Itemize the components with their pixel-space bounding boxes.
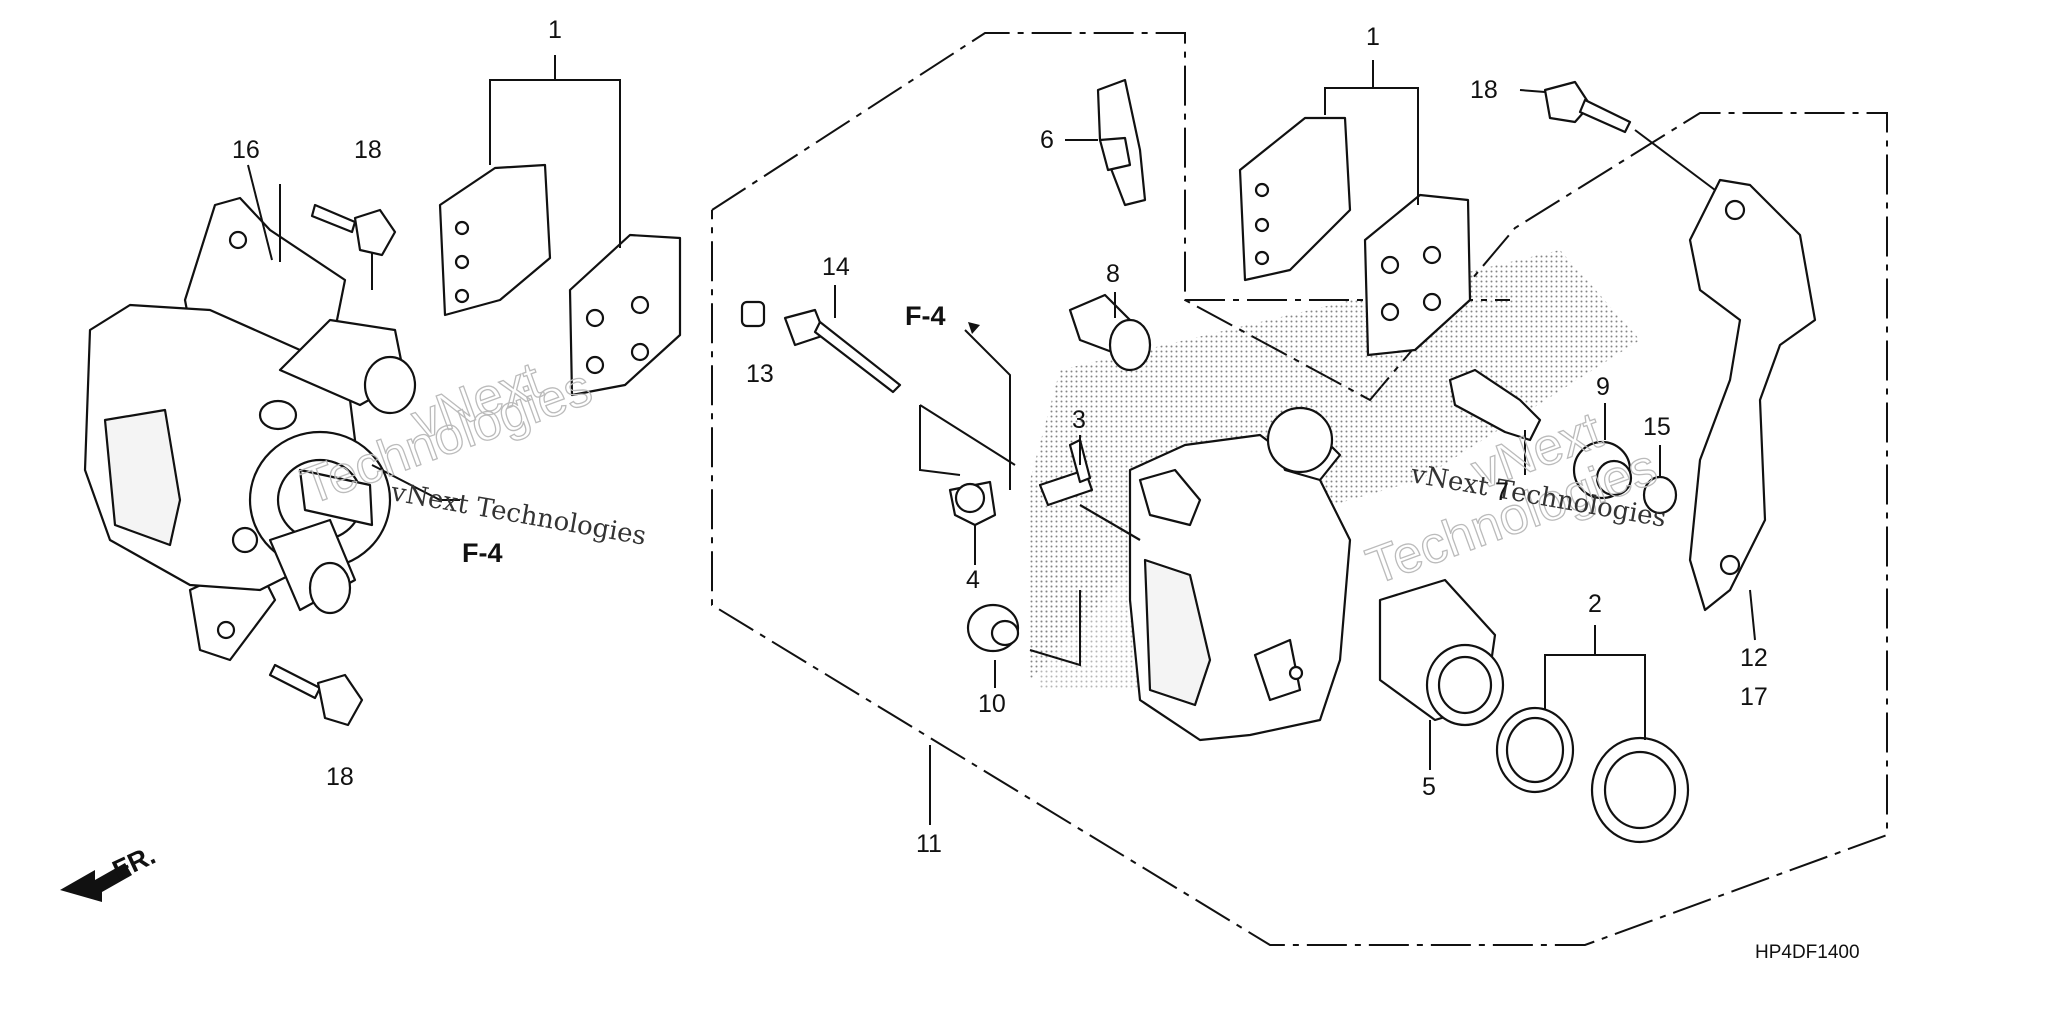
callout-18-right: 18 bbox=[1470, 76, 1498, 104]
pin-bolt-cap bbox=[740, 300, 766, 328]
callout-11: 11 bbox=[916, 830, 942, 858]
callout-1-left: 1 bbox=[548, 16, 562, 44]
callout-18-left-top: 18 bbox=[354, 136, 382, 164]
right-bolt bbox=[1543, 80, 1632, 134]
slide-pin bbox=[1448, 368, 1542, 442]
callout-10: 10 bbox=[978, 690, 1006, 718]
leader-1-right bbox=[1324, 87, 1419, 205]
front-direction-arrow bbox=[60, 863, 132, 902]
callout-14: 14 bbox=[822, 253, 850, 281]
caliper-bracket bbox=[1688, 178, 1817, 612]
brake-pad-right-b bbox=[1363, 193, 1472, 357]
callout-2: 2 bbox=[1588, 590, 1602, 618]
pin-boot-right bbox=[1572, 440, 1633, 500]
left-bolt-upper bbox=[310, 203, 397, 257]
brake-pad-left-b bbox=[568, 233, 682, 397]
watermark-left-line: vNext Technologies bbox=[388, 477, 649, 552]
caliper-pin bbox=[783, 308, 902, 394]
callout-6: 6 bbox=[1040, 126, 1054, 154]
brake-pad-right-a bbox=[1238, 116, 1352, 282]
callout-12: 12 bbox=[1740, 644, 1768, 672]
assembled-caliper bbox=[83, 196, 417, 662]
piston-seal bbox=[1495, 706, 1575, 794]
pin-boot-small bbox=[966, 603, 1020, 653]
brake-pad-left-a bbox=[438, 163, 552, 317]
bleeder-cap bbox=[948, 480, 997, 527]
ref-f4-left: F-4 bbox=[462, 538, 503, 568]
f4-center-leader bbox=[919, 405, 961, 476]
left-bolt-lower bbox=[268, 663, 364, 727]
callout-3: 3 bbox=[1072, 406, 1086, 434]
callout-9: 9 bbox=[1596, 373, 1610, 401]
pad-spring-clip bbox=[1096, 78, 1147, 207]
ref-f4-center: F-4 bbox=[905, 301, 946, 331]
callout-7: 7 bbox=[1495, 478, 1509, 506]
dust-seal bbox=[1590, 736, 1690, 844]
callout-16: 16 bbox=[232, 136, 260, 164]
diagram-code: HP4DF1400 bbox=[1755, 942, 1860, 963]
callout-4: 4 bbox=[966, 566, 980, 594]
callout-8: 8 bbox=[1106, 260, 1120, 288]
caliper-piston bbox=[1378, 578, 1505, 727]
callout-13: 13 bbox=[746, 360, 774, 388]
callout-15: 15 bbox=[1643, 413, 1671, 441]
callout-1-right: 1 bbox=[1366, 23, 1380, 51]
callout-labels: 1 1 2 3 4 5 6 7 8 9 10 11 12 13 14 15 16… bbox=[232, 16, 1768, 858]
callout-17: 17 bbox=[1740, 683, 1768, 711]
pin-boot bbox=[1068, 293, 1152, 372]
callout-18-left-bottom: 18 bbox=[326, 763, 354, 791]
callout-5: 5 bbox=[1422, 773, 1436, 801]
caliper-body bbox=[1079, 406, 1352, 742]
